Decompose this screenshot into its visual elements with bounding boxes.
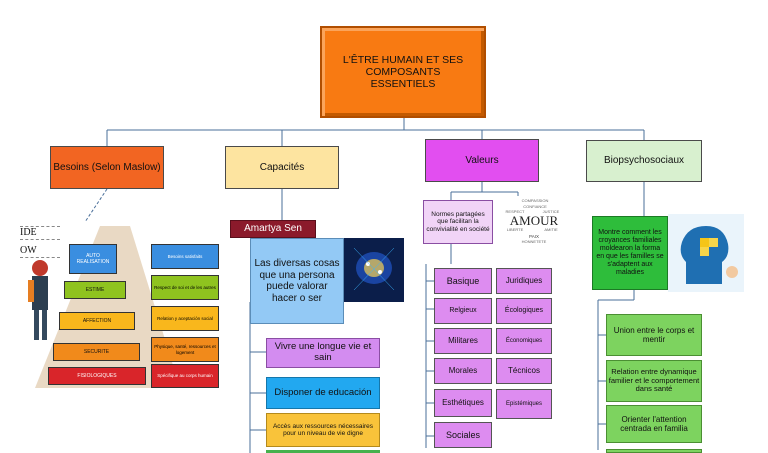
cloud-small-4: JUSTICE (542, 209, 560, 215)
head-puzzle-icon (680, 226, 738, 284)
root-node[interactable]: L'ÊTRE HUMAIN ET SES COMPOSANTS ESSENTIE… (320, 26, 486, 118)
cloud-small-8: HONNETETE (521, 239, 547, 245)
capacites-intro-text: Las diversas cosas que una persona puede… (254, 258, 340, 304)
category-valeurs-label: Valeurs (465, 154, 499, 166)
valeur-left-3-text: Militares (448, 336, 478, 346)
pyramid-desc-2: Respect de soi et de les autres (151, 275, 219, 300)
pyramid-desc-3: Relation y aceptación social (151, 306, 219, 331)
bio-item-3[interactable]: Orienter l'attention centrada en familia (606, 405, 702, 443)
bio-item-3-text: Orienter l'attention centrada en familia (620, 414, 688, 433)
capacite-item-3-text: Accès aux ressources nécessaires pour un… (272, 422, 374, 437)
brain-icon (353, 247, 395, 291)
valeur-left-1-text: Basique (446, 275, 480, 286)
pyramid-level-4: SECURITE (53, 343, 140, 361)
capacite-item-1-text: Vivre une longue vie et sain (274, 341, 372, 363)
valeur-right-2-text: Écologiques (504, 306, 544, 314)
valeur-left-3[interactable]: Militares (434, 328, 492, 354)
capacite-item-2[interactable]: Disponer de educación (266, 377, 380, 409)
maslow-pyramid-image: IDE OW AUTO REALISATION ESTIME AFFECTION… (20, 222, 222, 388)
category-capacites[interactable]: Capacités (225, 146, 339, 189)
valeurs-definition-text: Normes partagées que facilitan la conviv… (426, 210, 490, 233)
valeur-left-5-text: Esthétiques (442, 398, 484, 408)
valeur-left-6[interactable]: Sociales (434, 422, 492, 448)
valeur-left-6-text: Sociales (445, 429, 481, 440)
bio-main[interactable]: Montre comment les croyances familiales … (592, 216, 668, 290)
capacite-item-4-partial (266, 450, 380, 453)
cloud-main-word: AMOUR (509, 212, 559, 228)
category-besoins-label: Besoins (Selon Maslow) (53, 161, 161, 173)
capacites-intro[interactable]: Las diversas cosas que una persona puede… (250, 238, 344, 324)
pyramid-level-2: ESTIME (64, 281, 126, 299)
bio-main-text: Montre comment les croyances familiales … (596, 228, 664, 277)
valeur-right-1-text: Juridiques (505, 276, 543, 286)
head-puzzle-image (668, 214, 744, 292)
brain-image (344, 238, 404, 302)
pyramid-level-1: AUTO REALISATION (69, 244, 117, 274)
capacite-item-3[interactable]: Accès aux ressources nécessaires pour un… (266, 413, 380, 447)
valeur-right-4-text: Técnicos (507, 366, 540, 376)
bio-item-2[interactable]: Relation entre dynamique familier et le … (606, 360, 702, 402)
valeur-right-5-text: Epistémiques (505, 400, 543, 407)
pyramid-desc-5: Spécifique au corps humain (151, 364, 219, 388)
valeur-right-3-text: Économiques (505, 337, 543, 344)
valeur-right-4[interactable]: Técnicos (496, 358, 552, 384)
bio-item-4-partial (606, 449, 702, 453)
amartya-sen-label: Amartya Sen (244, 223, 302, 235)
valeur-left-2-text: Relgieux (449, 306, 477, 314)
valeur-left-2[interactable]: Relgieux (434, 298, 492, 324)
valeur-right-1[interactable]: Juridiques (496, 268, 552, 294)
cloud-small-7: PAIX (529, 233, 539, 239)
valeur-left-4[interactable]: Morales (434, 358, 492, 384)
valeur-left-1[interactable]: Basique (434, 268, 492, 294)
bio-item-1-text: Union entre le corps et mentir (613, 325, 695, 344)
valeur-right-5[interactable]: Epistémiques (496, 389, 552, 419)
bio-item-1[interactable]: Union entre le corps et mentir (606, 314, 702, 356)
category-besoins[interactable]: Besoins (Selon Maslow) (50, 146, 164, 189)
valeur-right-2[interactable]: Écologiques (496, 298, 552, 324)
valeur-left-5[interactable]: Esthétiques (434, 389, 492, 417)
category-biopsychosociaux[interactable]: Biopsychosociaux (586, 140, 702, 182)
pyramid-desc-1: Besoins satisfaits (151, 244, 219, 269)
bio-item-2-text: Relation entre dynamique familier et le … (608, 367, 700, 394)
pyramid-desc-4: Physique, santé, ressources et logement (151, 337, 219, 362)
root-title: L'ÊTRE HUMAIN ET SES COMPOSANTS ESSENTIE… (342, 53, 464, 91)
cloud-small-2: CONFIANCE (523, 203, 547, 209)
pyramid-level-3: AFFECTION (59, 312, 135, 330)
amour-word-cloud: COMPASSION CONFIANCE RESPECT JUSTICE AMO… (500, 196, 568, 250)
valeur-right-3[interactable]: Économiques (496, 328, 552, 354)
amartya-sen-header[interactable]: Amartya Sen (230, 220, 316, 238)
cloud-small-3: RESPECT (505, 209, 525, 215)
valeur-left-4-text: Morales (448, 366, 478, 376)
image-fragment-ide: IDE (20, 226, 60, 240)
category-bio-label: Biopsychosociaux (603, 155, 685, 167)
capacite-item-2-text: Disponer de educación (274, 386, 372, 398)
image-fragment-ow: OW (20, 244, 60, 258)
category-capacites-label: Capacités (259, 161, 305, 173)
category-valeurs[interactable]: Valeurs (425, 139, 539, 182)
valeurs-definition[interactable]: Normes partagées que facilitan la conviv… (423, 200, 493, 244)
pyramid-level-5: FISIOLOGIQUES (48, 367, 146, 385)
cloud-small-6: AMITIE (544, 227, 558, 233)
cloud-small-5: LIBERTE (506, 227, 524, 233)
cloud-small-1: COMPASSION (521, 197, 549, 203)
capacite-item-1[interactable]: Vivre une longue vie et sain (266, 338, 380, 368)
